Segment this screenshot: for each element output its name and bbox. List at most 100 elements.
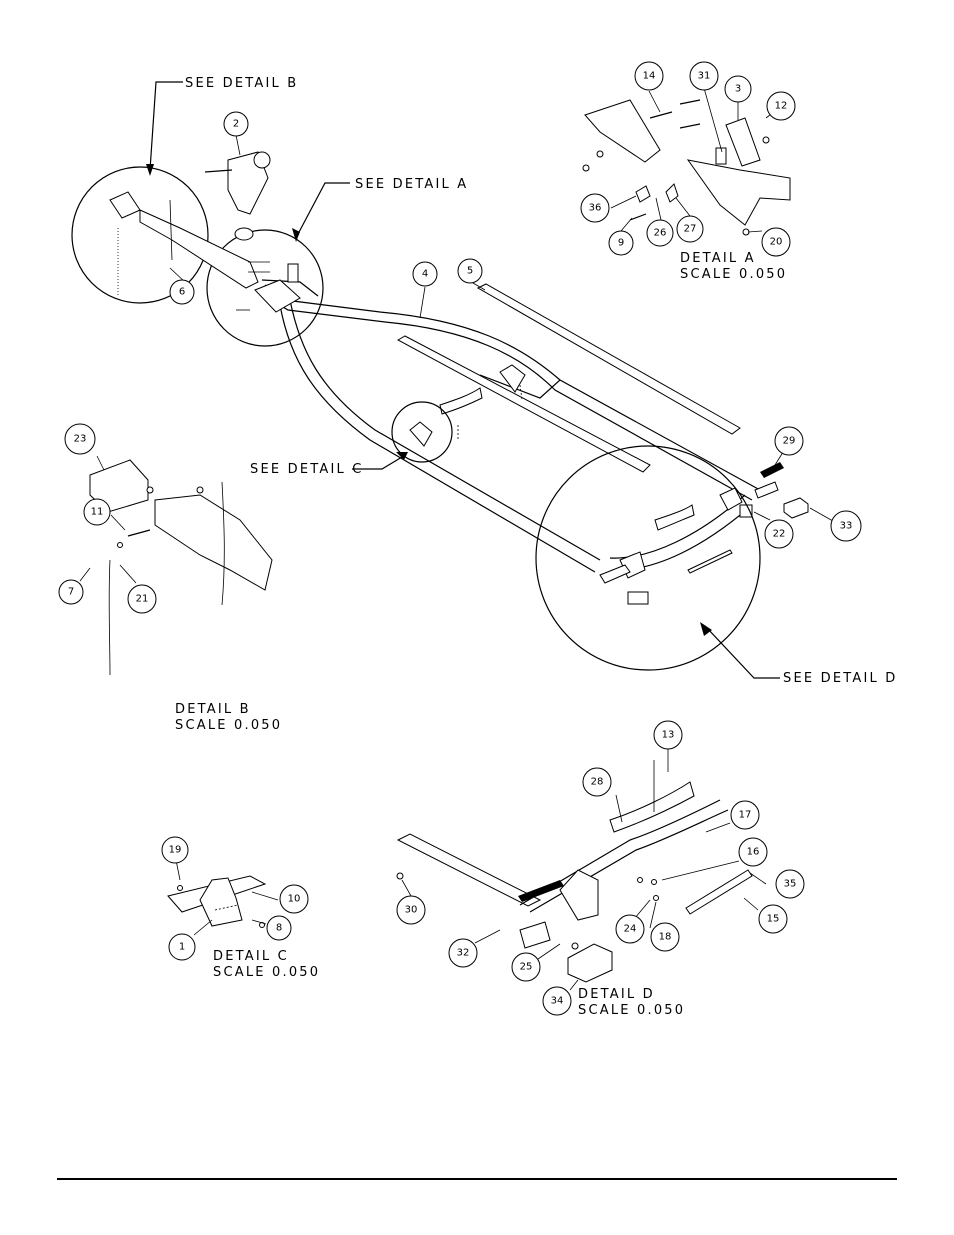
see-detail-d-callout: SEE DETAIL D [783,671,897,686]
part-bubble-27: 27 [676,215,704,243]
part-number: 3 [735,84,741,95]
part-number: 18 [659,932,672,943]
part-number: 23 [74,434,87,445]
detail-b-circle [71,166,209,304]
part-bubble-24: 24 [615,914,645,944]
detail-b-title: DETAIL B [175,702,251,717]
part-bubble-13: 13 [653,720,683,750]
part-bubble-5: 5 [457,258,483,284]
detail-a-view [582,99,791,236]
part-bubble-34: 34 [542,986,572,1016]
detail-b-scale: SCALE 0.050 [175,718,282,733]
part-number: 15 [767,914,780,925]
part-bubble-7: 7 [58,579,84,605]
part-number: 4 [422,269,428,280]
part-bubble-6: 6 [169,279,195,305]
part-number: 25 [520,962,533,973]
part-number: 6 [179,287,185,298]
detail-c-scale: SCALE 0.050 [213,965,320,980]
part-bubble-15: 15 [758,904,788,934]
part-bubble-3: 3 [724,75,752,103]
part-bubble-30: 30 [396,895,426,925]
part-number: 1 [179,942,185,953]
part-bubble-31: 31 [689,61,719,91]
part-number: 17 [739,810,752,821]
part-number: 26 [654,228,667,239]
see-detail-a-callout: SEE DETAIL A [355,177,468,192]
part-bubble-28: 28 [582,767,612,797]
part-bubble-11: 11 [83,498,111,526]
part-bubble-18: 18 [650,922,680,952]
part-number: 9 [618,238,624,249]
winch-assembly [204,151,271,241]
part-number: 19 [169,845,182,856]
part-bubble-12: 12 [766,91,796,121]
detail-d-scale: SCALE 0.050 [578,1003,685,1018]
part-number: 28 [591,777,604,788]
part-number: 11 [91,507,104,518]
main-trailer-frame [261,279,809,605]
part-bubble-8: 8 [266,915,292,941]
part-bubble-23: 23 [64,423,96,455]
part-bubble-1: 1 [168,933,196,961]
detail-a-circle [206,229,324,347]
detail-circles [71,166,761,671]
part-number: 36 [589,203,602,214]
detail-b-circle-contents [109,191,259,295]
detail-a-title: DETAIL A [680,251,756,266]
part-number: 22 [773,529,786,540]
part-number: 14 [643,71,656,82]
detail-d-circle [535,445,761,671]
part-number: 24 [624,924,637,935]
leader-lines [79,81,841,991]
detail-b-view [89,459,273,676]
part-bubble-29: 29 [774,426,804,456]
part-bubble-26: 26 [646,219,674,247]
part-number: 33 [840,521,853,532]
part-number: 12 [775,101,788,112]
part-number: 10 [288,894,301,905]
see-detail-b-callout: SEE DETAIL B [185,76,298,91]
detail-c-title: DETAIL C [213,949,289,964]
part-bubble-4: 4 [412,261,438,287]
part-number: 16 [747,847,760,858]
part-bubble-21: 21 [127,584,157,614]
part-number: 13 [662,730,675,741]
part-number: 30 [405,905,418,916]
part-bubble-2: 2 [223,111,249,137]
part-bubble-35: 35 [775,869,805,899]
part-number: 8 [276,923,282,934]
part-bubble-33: 33 [830,510,862,542]
part-number: 29 [783,436,796,447]
part-number: 7 [68,587,74,598]
part-bubble-32: 32 [448,938,478,968]
part-bubble-20: 20 [761,227,791,257]
part-bubble-16: 16 [738,837,768,867]
part-bubble-14: 14 [634,61,664,91]
footer-rule [57,1178,897,1180]
part-number: 31 [698,71,711,82]
part-number: 35 [784,879,797,890]
part-number: 5 [467,266,473,277]
part-number: 32 [457,948,470,959]
detail-a-scale: SCALE 0.050 [680,267,787,282]
detail-d-title: DETAIL D [578,987,655,1002]
part-number: 20 [770,237,783,248]
part-number: 27 [684,224,697,235]
part-number: 34 [551,996,564,1007]
part-bubble-36: 36 [580,193,610,223]
part-bubble-22: 22 [764,519,794,549]
detail-d-view [396,760,753,983]
part-bubble-9: 9 [608,230,634,256]
detail-c-circle [391,401,453,463]
detail-a-circle-contents [236,261,301,313]
part-number: 2 [233,119,239,130]
part-number: 21 [136,594,149,605]
part-bubble-17: 17 [730,800,760,830]
detail-c-view [167,875,267,928]
part-bubble-25: 25 [511,952,541,982]
see-detail-c-callout: SEE DETAIL C [250,462,364,477]
part-bubble-19: 19 [161,836,189,864]
part-bubble-10: 10 [279,884,309,914]
